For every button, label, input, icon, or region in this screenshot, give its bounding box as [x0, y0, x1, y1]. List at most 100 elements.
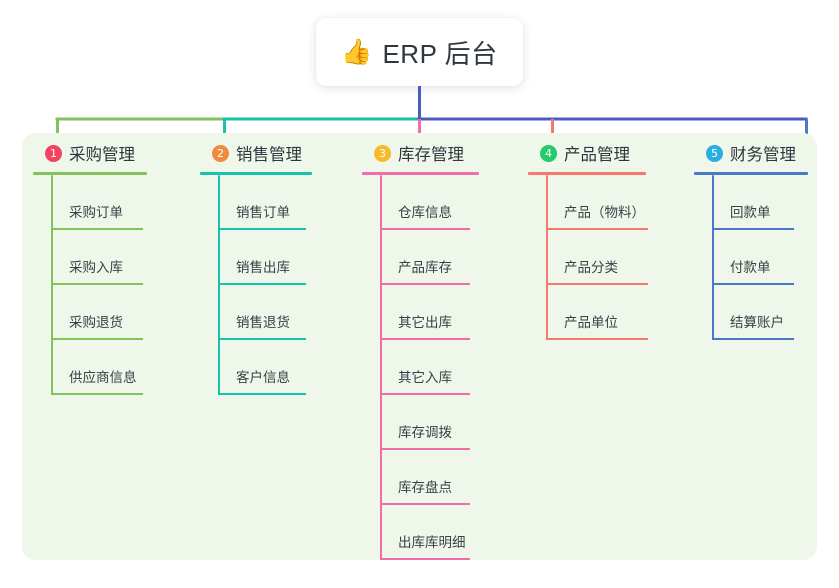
branch-underline — [200, 172, 312, 175]
branch-item-list: 产品（物料） 产品分类产品单位 — [546, 175, 652, 340]
thumbs-up-icon: 👍 — [341, 37, 373, 66]
branch-item-list: 采购订单采购入库采购退货供应商信息 — [51, 175, 157, 395]
branch-item[interactable]: 销售订单 — [218, 175, 318, 230]
branch-item[interactable]: 出库库明细 — [380, 505, 484, 560]
branch-item-underline — [218, 283, 306, 285]
branch-item-label: 库存盘点 — [398, 480, 452, 495]
branch-item[interactable]: 其它入库 — [380, 340, 484, 395]
branches-panel — [22, 133, 817, 560]
branch-item-label: 供应商信息 — [69, 370, 137, 385]
branch-number-badge: 5 — [706, 144, 723, 162]
root-node-label: ERP 后台 — [382, 38, 498, 69]
branch-item-label: 销售退货 — [236, 315, 290, 330]
branch-item-label: 库存调拨 — [398, 425, 452, 440]
branch-trunk-line — [712, 175, 714, 340]
branch-trunk-line — [218, 175, 220, 395]
branch-title: 财务管理 — [730, 146, 796, 164]
branch-item-label: 销售订单 — [236, 205, 290, 220]
branch-item-label: 产品分类 — [564, 260, 618, 275]
branch-item[interactable]: 产品库存 — [380, 230, 484, 285]
branch-title: 库存管理 — [398, 146, 464, 164]
branch-header-3[interactable]: 3 库存管理 — [362, 140, 484, 166]
branch-item-label: 采购订单 — [69, 205, 123, 220]
branch-trunk-line — [546, 175, 548, 340]
branch-item[interactable]: 客户信息 — [218, 340, 318, 395]
branch-item-label: 付款单 — [730, 260, 771, 275]
branch-item-label: 仓库信息 — [398, 205, 452, 220]
branch-item[interactable]: 供应商信息 — [51, 340, 157, 395]
branch-item-underline — [546, 283, 648, 285]
branch-underline — [33, 172, 147, 175]
branch-item[interactable]: 结算账户 — [712, 285, 814, 340]
branch-item-label: 出库库明细 — [398, 535, 466, 550]
branch-item[interactable]: 销售退货 — [218, 285, 318, 340]
branch-item-label: 回款单 — [730, 205, 771, 220]
branch-item-label: 结算账户 — [730, 315, 784, 330]
branch-trunk-line — [380, 175, 382, 560]
branch-item-underline — [51, 338, 143, 340]
branch-item-underline — [380, 283, 470, 285]
branch-header-5[interactable]: 5 财务管理 — [694, 140, 814, 166]
branch-item-label: 其它入库 — [398, 370, 452, 385]
branch-column-5: 5 财务管理回款单付款单结算账户 — [694, 140, 814, 340]
branch-item[interactable]: 库存调拨 — [380, 395, 484, 450]
branch-item[interactable]: 付款单 — [712, 230, 814, 285]
branch-underline — [362, 172, 479, 175]
branch-underline — [528, 172, 646, 175]
branch-item-underline — [380, 228, 470, 230]
branch-number-badge: 3 — [374, 144, 391, 162]
branch-item-underline — [712, 228, 794, 230]
branch-item-underline — [218, 393, 306, 395]
branch-item-underline — [218, 228, 306, 230]
branch-number-badge: 2 — [212, 144, 229, 162]
branch-underline — [694, 172, 808, 175]
branch-item-label: 销售出库 — [236, 260, 290, 275]
branch-title: 采购管理 — [69, 146, 135, 164]
branch-item-underline — [712, 283, 794, 285]
branch-item-underline — [51, 283, 143, 285]
branch-item[interactable]: 产品（物料） — [546, 175, 652, 230]
branch-item[interactable]: 回款单 — [712, 175, 814, 230]
branch-item-list: 回款单付款单结算账户 — [712, 175, 814, 340]
branch-item-list: 仓库信息产品库存其它出库其它入库库存调拨库存盘点出库库明细 — [380, 175, 484, 560]
branch-header-4[interactable]: 4 产品管理 — [528, 140, 652, 166]
branch-item-underline — [380, 393, 470, 395]
branch-item-underline — [546, 228, 648, 230]
branch-item[interactable]: 采购退货 — [51, 285, 157, 340]
branch-item-label: 其它出库 — [398, 315, 452, 330]
branch-item[interactable]: 销售出库 — [218, 230, 318, 285]
branch-column-4: 4 产品管理产品（物料） 产品分类产品单位 — [528, 140, 652, 340]
branch-item-label: 产品库存 — [398, 260, 452, 275]
branch-item-label: 产品单位 — [564, 315, 618, 330]
branch-item[interactable]: 库存盘点 — [380, 450, 484, 505]
branch-item-underline — [380, 338, 470, 340]
branch-item-label: 产品（物料） — [564, 205, 645, 220]
branch-item-underline — [218, 338, 306, 340]
branch-header-2[interactable]: 2 销售管理 — [200, 140, 318, 166]
branch-title: 产品管理 — [564, 146, 630, 164]
branch-item-label: 客户信息 — [236, 370, 290, 385]
branch-item-label: 采购入库 — [69, 260, 123, 275]
branch-item[interactable]: 采购订单 — [51, 175, 157, 230]
branch-column-2: 2 销售管理销售订单销售出库销售退货客户信息 — [200, 140, 318, 395]
branch-item[interactable]: 产品分类 — [546, 230, 652, 285]
branch-title: 销售管理 — [236, 146, 302, 164]
branch-item-underline — [712, 338, 794, 340]
branch-number-badge: 4 — [540, 144, 557, 162]
branch-item[interactable]: 其它出库 — [380, 285, 484, 340]
branch-item-underline — [51, 393, 143, 395]
branch-item[interactable]: 采购入库 — [51, 230, 157, 285]
branch-item[interactable]: 仓库信息 — [380, 175, 484, 230]
branch-trunk-line — [51, 175, 53, 395]
branch-item[interactable]: 产品单位 — [546, 285, 652, 340]
branch-item-underline — [380, 503, 470, 505]
branch-item-underline — [51, 228, 143, 230]
root-node[interactable]: 👍 ERP 后台 — [316, 18, 523, 86]
branch-item-underline — [546, 338, 648, 340]
branch-column-3: 3 库存管理仓库信息产品库存其它出库其它入库库存调拨库存盘点出库库明细 — [362, 140, 484, 560]
branch-item-label: 采购退货 — [69, 315, 123, 330]
branch-item-list: 销售订单销售出库销售退货客户信息 — [218, 175, 318, 395]
